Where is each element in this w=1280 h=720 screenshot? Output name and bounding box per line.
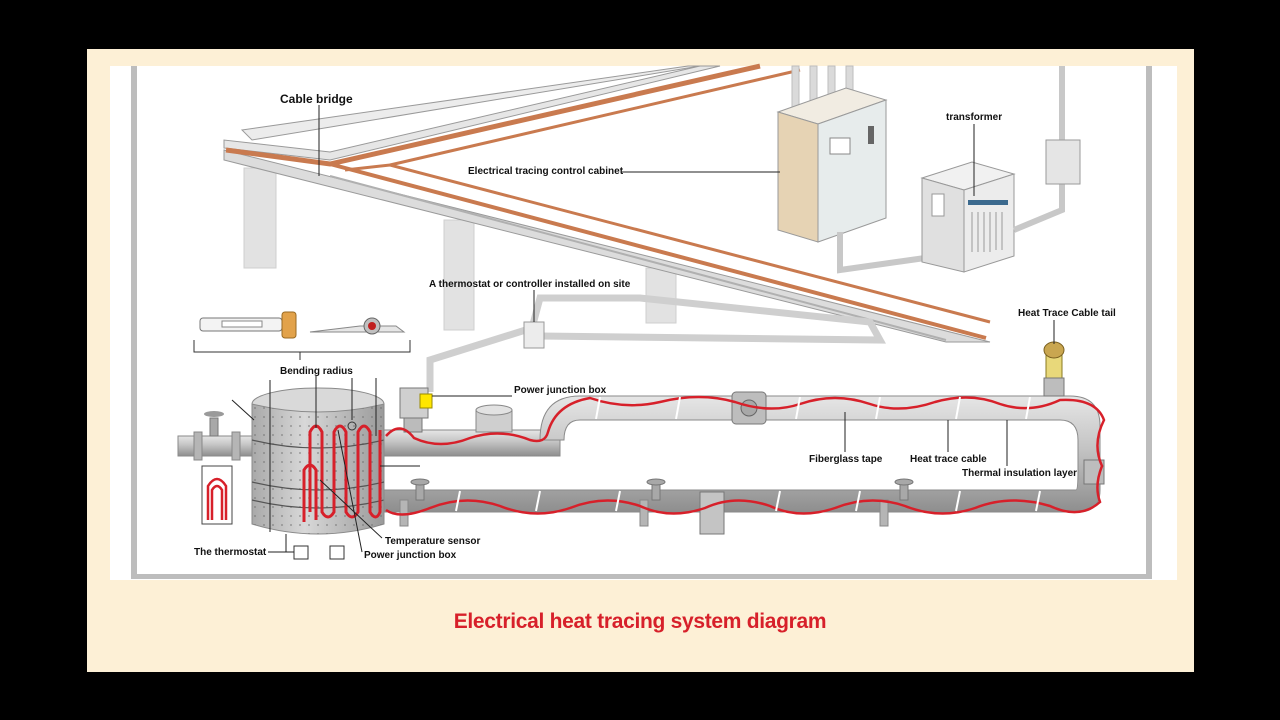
panel-right-wall [1146,66,1152,578]
label-heat-trace-tail: Heat Trace Cable tail [1018,308,1116,319]
label-temperature-sensor: Temperature sensor [385,536,481,547]
storage-tank [251,387,385,535]
wall-box [1045,139,1081,185]
label-control-cabinet: Electrical tracing control cabinet [468,166,624,177]
thermostat-conduit [426,294,886,392]
panel-left-wall [131,66,137,578]
control-cabinet [776,87,888,243]
inlet-valve [204,411,224,437]
upper-pipe [383,391,1101,513]
label-thermostat-on-site: A thermostat or controller installed on … [429,279,631,290]
heating-loop-detail [201,465,233,525]
cable-detail-inset [193,311,411,360]
lower-pipe-valves [410,478,914,501]
thermostat-box [293,545,309,560]
cabinet-to-transformer-conduit [837,232,926,274]
pipe-power-junction-box [399,387,433,433]
label-thermal-insulation: Thermal insulation layer [962,468,1078,479]
heat-trace-cable [385,395,1106,516]
on-site-thermostat-box [523,321,545,349]
fiberglass-tape-bands [455,396,1041,512]
label-cable-bridge: Cable bridge [280,92,353,106]
label-fiberglass-tape: Fiberglass tape [809,454,883,465]
transformer [920,161,1016,273]
lower-pipe-fittings [399,459,1105,535]
bridge-posts [243,167,677,331]
inlet-pipe [177,435,259,457]
label-power-junction-box-top: Power junction box [514,385,607,396]
label-the-thermostat: The thermostat [194,547,267,558]
panel-floor [131,574,1152,579]
cable-bridge-tray [223,63,991,343]
leader-lines [231,105,1055,553]
label-power-junction-box-bottom: Power junction box [364,550,457,561]
transformer-conduit [1012,66,1065,233]
label-heat-trace-cable: Heat trace cable [910,454,987,465]
label-transformer: transformer [946,112,1003,123]
junction-box-small [329,545,345,560]
heat-trace-tail [1043,341,1065,397]
diagram-caption: Electrical heat tracing system diagram [453,610,827,633]
label-bending-radius: Bending radius [280,366,353,377]
